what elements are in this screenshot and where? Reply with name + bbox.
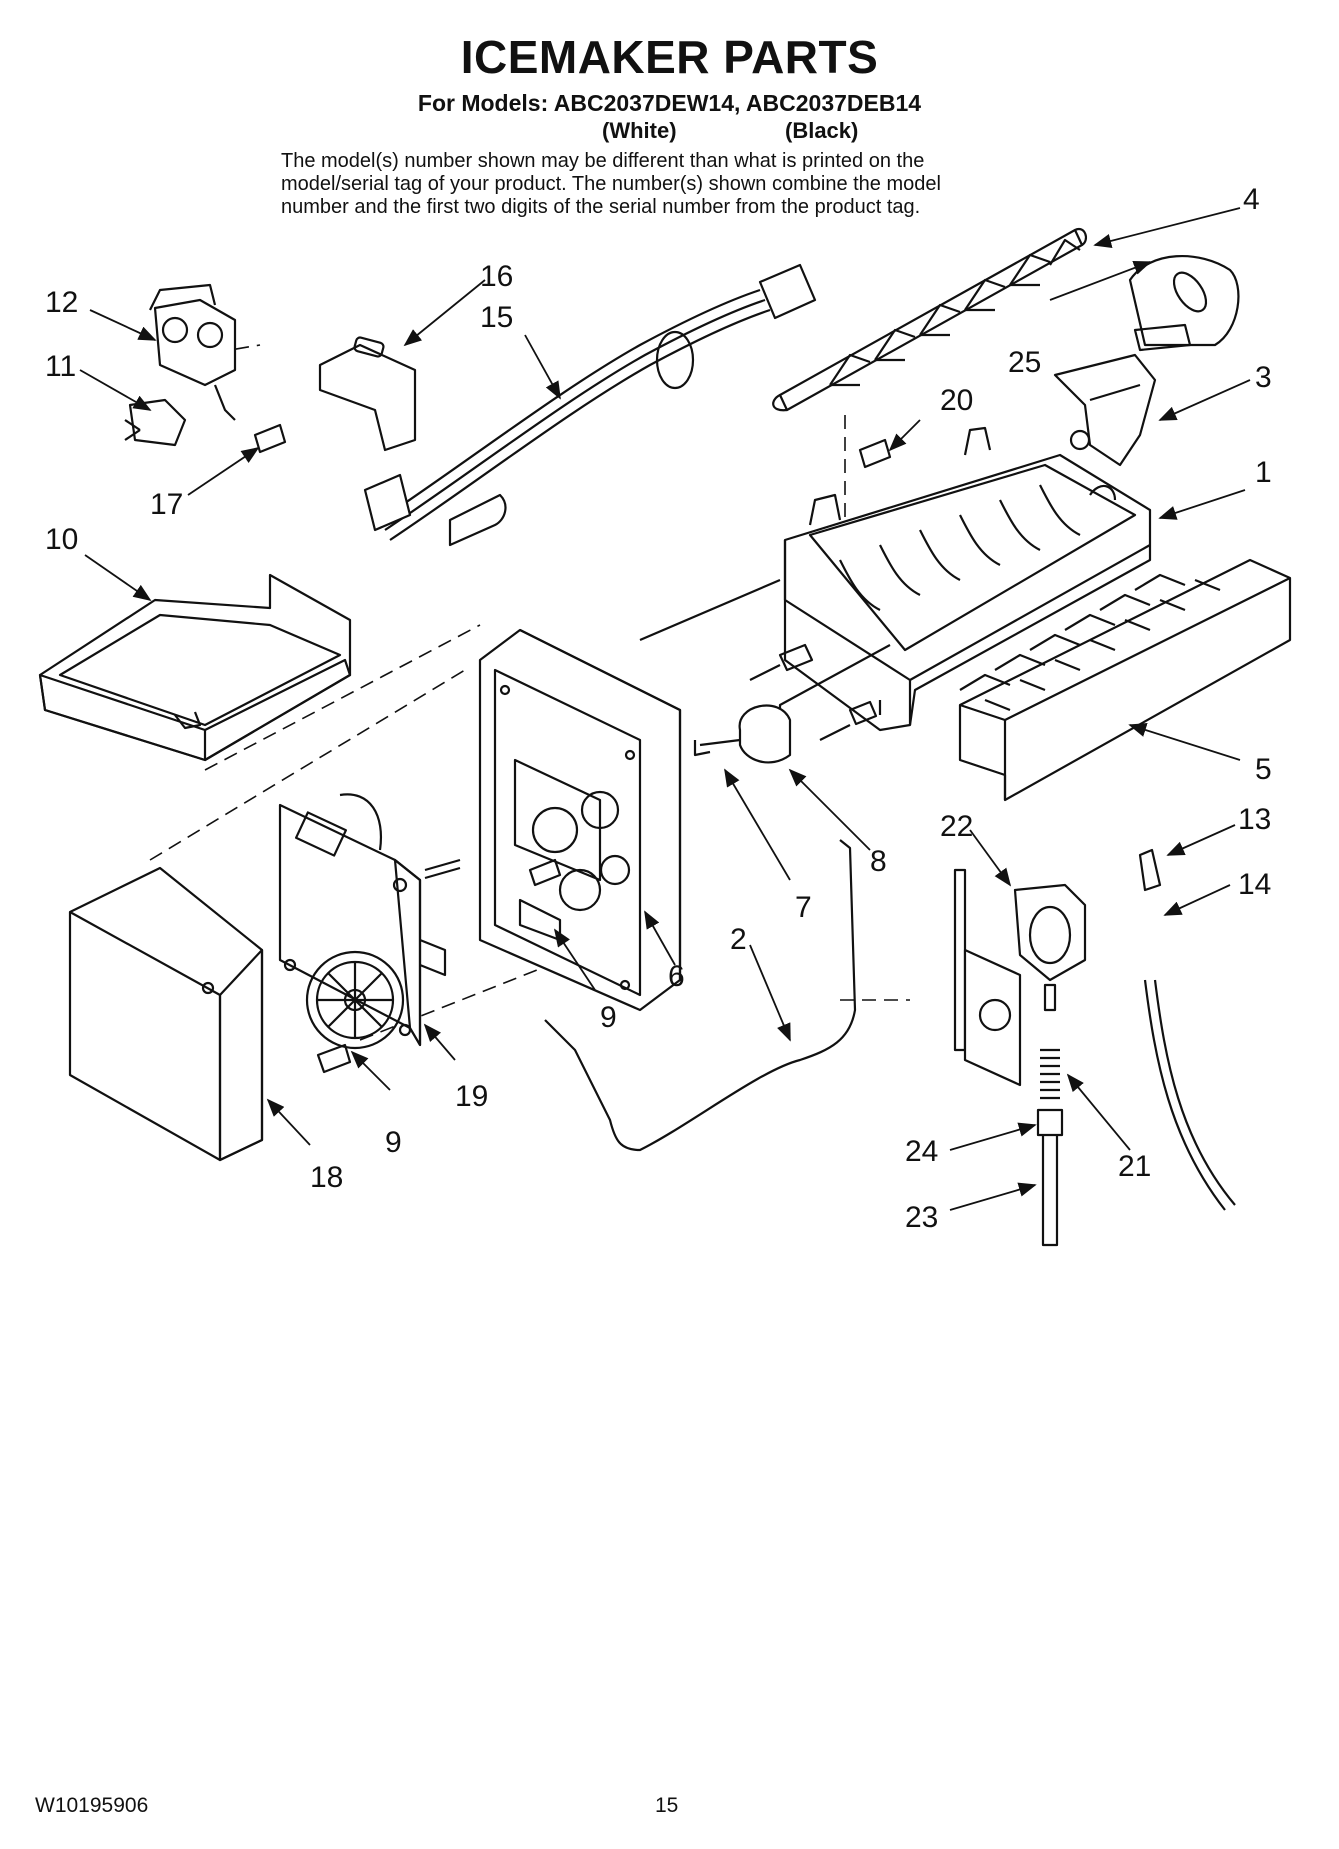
callout-20: 20 bbox=[940, 384, 974, 417]
part-feeler-arm bbox=[544, 839, 857, 1152]
callout-17: 17 bbox=[150, 488, 184, 521]
note-line-1: The model(s) number shown may be differe… bbox=[281, 150, 925, 172]
note-line-3: number and the first two digits of the s… bbox=[281, 196, 921, 218]
callout-8: 8 bbox=[870, 845, 887, 878]
part-water-valve bbox=[124, 283, 237, 447]
callout-1: 1 bbox=[1255, 456, 1272, 489]
callout-21: 21 bbox=[1118, 1150, 1152, 1183]
callout-14: 14 bbox=[1238, 868, 1272, 901]
color-white-label: (White) bbox=[602, 118, 677, 143]
model-number-note: The model(s) number shown may be differe… bbox=[281, 150, 1081, 219]
callout-9-lower: 9 bbox=[385, 1126, 402, 1159]
part-ice-bin bbox=[38, 573, 352, 762]
callout-6: 6 bbox=[668, 960, 685, 993]
page-number: 15 bbox=[655, 1794, 679, 1817]
part-thermostat bbox=[693, 643, 878, 764]
part-ice-mold bbox=[639, 426, 1152, 760]
callout-3: 3 bbox=[1255, 361, 1272, 394]
part-stripper bbox=[958, 558, 1292, 802]
model-list: For Models: ABC2037DEW14, ABC2037DEB14 bbox=[417, 90, 922, 116]
callout-4: 4 bbox=[1243, 183, 1260, 216]
part-spring-nut-tube bbox=[1036, 1048, 1064, 1247]
document-number: W10195906 bbox=[35, 1794, 149, 1817]
callout-9-upper: 9 bbox=[600, 1001, 617, 1034]
part-control-module bbox=[478, 628, 682, 1012]
part-wiring-harness bbox=[363, 263, 817, 547]
callout-2: 2 bbox=[730, 923, 747, 956]
callout-5: 5 bbox=[1255, 753, 1272, 786]
part-cam-and-cover bbox=[1053, 255, 1240, 467]
callout-22: 22 bbox=[940, 810, 974, 843]
color-black-label: (Black) bbox=[785, 118, 859, 143]
part-fill-tube-assembly bbox=[953, 868, 1087, 1087]
callout-11: 11 bbox=[45, 350, 77, 383]
part-bracket bbox=[318, 343, 417, 452]
part-front-cover bbox=[68, 866, 264, 1162]
callout-25: 25 bbox=[1008, 346, 1042, 379]
callout-13: 13 bbox=[1238, 803, 1272, 836]
callout-10: 10 bbox=[45, 523, 79, 556]
callout-18: 18 bbox=[310, 1161, 344, 1194]
part-mounting-plate bbox=[278, 793, 461, 1050]
part-tube bbox=[1143, 979, 1236, 1211]
callout-15: 15 bbox=[480, 301, 514, 334]
part-ejector bbox=[772, 227, 1088, 412]
callout-12: 12 bbox=[45, 286, 79, 319]
screws bbox=[253, 423, 892, 1074]
note-line-2: model/serial tag of your product. The nu… bbox=[281, 173, 941, 195]
page-title: ICEMAKER PARTS bbox=[460, 31, 879, 83]
callout-24: 24 bbox=[905, 1135, 939, 1168]
callout-7: 7 bbox=[795, 891, 812, 924]
callout-23: 23 bbox=[905, 1201, 939, 1234]
part-tube-nut bbox=[1138, 848, 1162, 892]
callout-19: 19 bbox=[455, 1080, 489, 1113]
callout-16: 16 bbox=[480, 260, 514, 293]
